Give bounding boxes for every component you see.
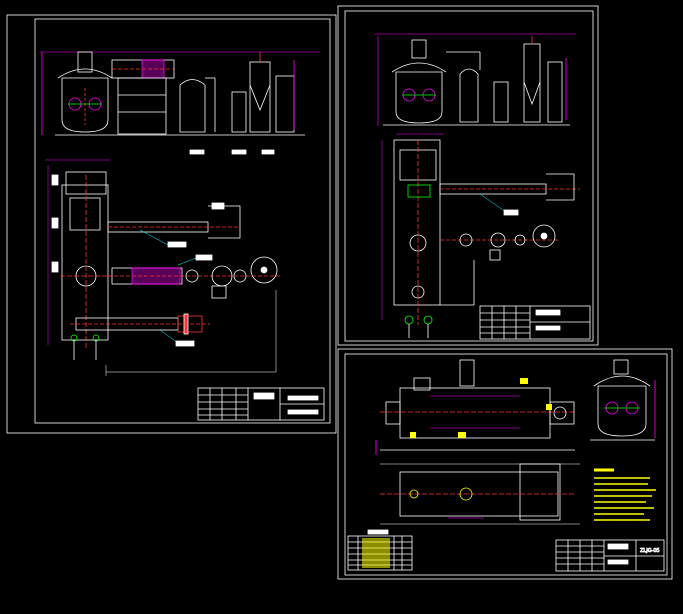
sheet-3-title-block: ZLJG-05 [555, 539, 665, 572]
sheet-3-inner-frame [344, 353, 668, 576]
sheet-3-front-view [375, 359, 575, 455]
sheet-3-drawing-number: ZLJG-05 [640, 548, 660, 554]
sheet-1-inner-frame [34, 18, 331, 424]
sheet-3-plan-view [380, 463, 580, 525]
sheet-3-parts-list [347, 529, 413, 571]
sheet-1-outer-frame [6, 14, 337, 434]
sheet-2-inner-frame [344, 10, 594, 342]
sheet-2-outer-frame [337, 5, 599, 346]
sheet-1-title-block [197, 387, 325, 421]
sheet-2-plan-view [381, 133, 580, 338]
sheet-3-side-view [590, 359, 656, 441]
sheet-1 [6, 14, 337, 434]
sheet-3-outer-frame [337, 348, 673, 580]
sheet-2 [337, 5, 599, 346]
sheet-1-elevation-view [40, 51, 320, 155]
sheet-2-elevation-view [374, 33, 576, 126]
sheet-1-plan-view [45, 159, 280, 376]
sheet-2-title-block [479, 305, 591, 340]
sheet-3: ZLJG-05 [337, 348, 673, 580]
sheet-3-technical-notes [594, 468, 656, 521]
